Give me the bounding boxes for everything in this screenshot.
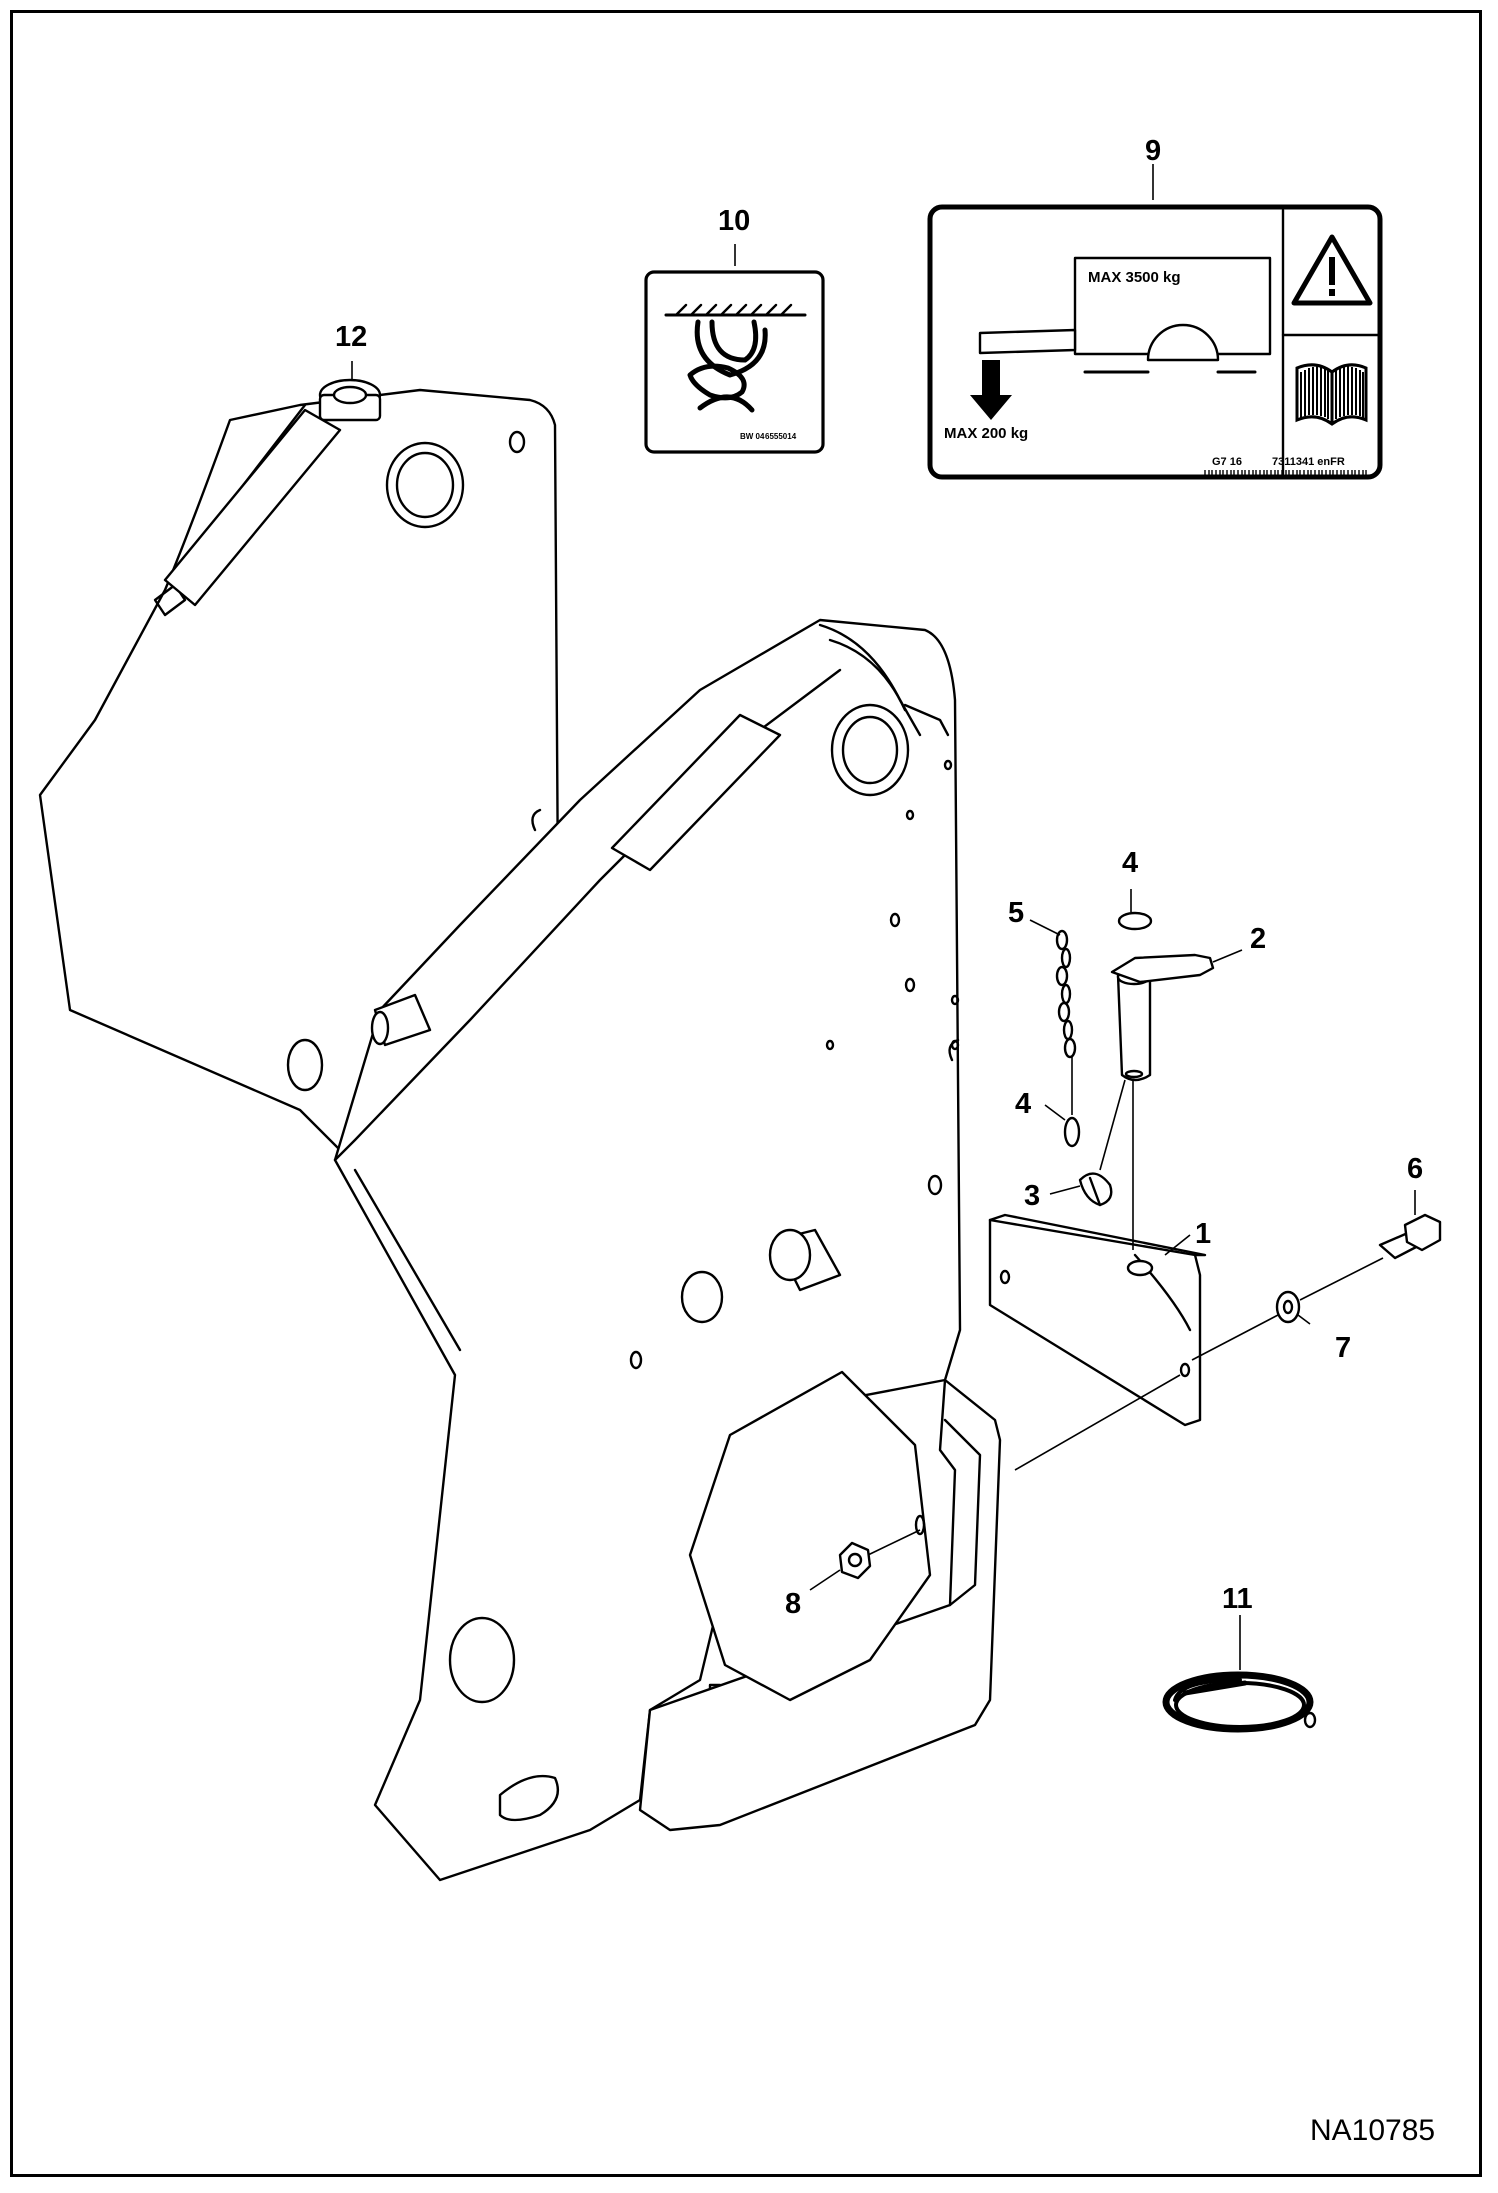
callout-7: 7 [1335, 1332, 1351, 1364]
callout-9: 9 [1145, 135, 1161, 167]
max-trailer-label: MAX 3500 kg [1088, 269, 1181, 286]
callout-8: 8 [785, 1588, 801, 1620]
ring-4-lower [1063, 1116, 1081, 1148]
decal-9-barcode [1204, 470, 1367, 478]
callout-3: 3 [1024, 1180, 1040, 1212]
lynch-pin-3 [1078, 1172, 1113, 1207]
octagon-plate [688, 1370, 932, 1702]
assembly-lines [1014, 1257, 1384, 1471]
bracket-channel [638, 1378, 1002, 1832]
callout-5: 5 [1008, 897, 1024, 929]
washer-7 [1275, 1290, 1301, 1324]
down-arrow-icon [970, 360, 1012, 420]
flange-nut-8 [838, 1514, 926, 1580]
decal-lift-point-10: BW 04 6555014 [644, 270, 825, 454]
decal-9-code: G7 16 [1212, 456, 1242, 468]
callout-leaders [351, 164, 1416, 1670]
figure-id: NA10785 [1310, 2114, 1435, 2147]
mounting-bracket-front-plate [333, 618, 962, 1882]
callout-4-upper: 4 [1122, 847, 1138, 879]
decal-10-code: BW 04 [740, 432, 765, 441]
ring-4-upper [1117, 911, 1153, 931]
hose-coil-11 [1162, 1671, 1317, 1733]
callout-2: 2 [1250, 923, 1266, 955]
chain-5 [1055, 929, 1077, 1115]
decal-max-load-9: MAX 3500 kg MAX 200 kg G7 16 7311341 enF… [927, 204, 1383, 480]
callout-11: 11 [1222, 1583, 1253, 1615]
max-tongue-label: MAX 200 kg [944, 425, 1028, 442]
callout-12: 12 [335, 321, 367, 353]
hitch-pin-2 [1099, 953, 1215, 1250]
decal-10-part-number: 6555014 [765, 432, 797, 441]
warning-triangle-icon [1291, 234, 1373, 306]
callout-10: 10 [718, 205, 750, 237]
lift-point-icon [664, 303, 807, 413]
decal-9-part-number: 7311341 enFR [1272, 456, 1345, 468]
bolt-6 [1378, 1213, 1442, 1260]
pintle-plate-1 [988, 1213, 1207, 1427]
callout-6: 6 [1407, 1153, 1423, 1185]
callout-4-lower: 4 [1015, 1088, 1031, 1120]
callout-1: 1 [1195, 1218, 1211, 1250]
operator-manual-icon [1295, 363, 1368, 426]
